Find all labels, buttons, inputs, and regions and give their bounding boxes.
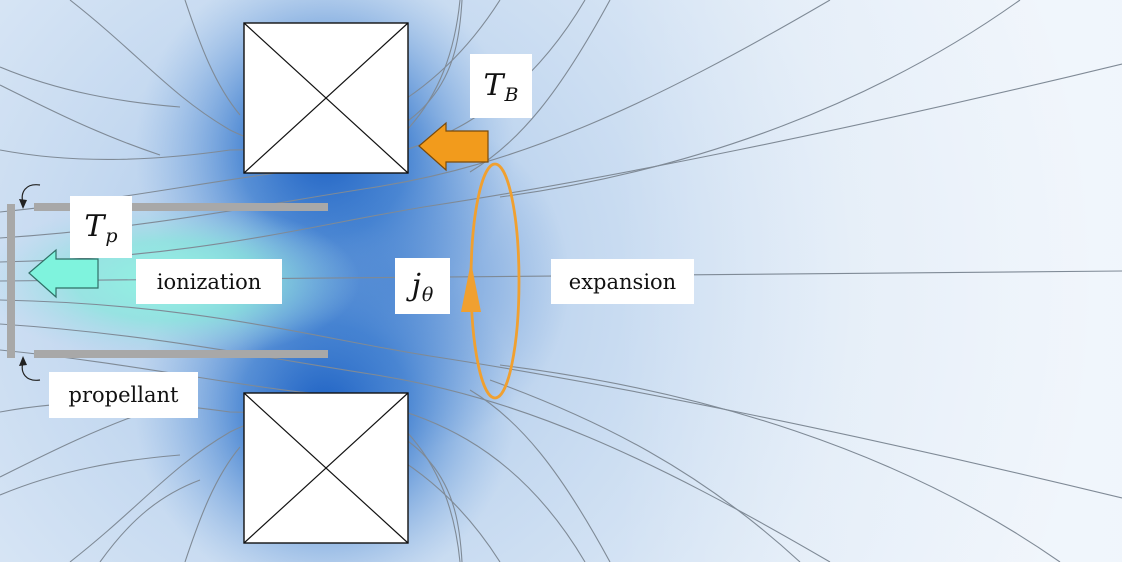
- field-line: [99, 479, 201, 562]
- arrowhead-icon: [19, 199, 27, 209]
- back-plate: [7, 204, 15, 358]
- field-line: [0, 63, 1122, 263]
- field-line: [499, 364, 1061, 562]
- current-direction-arrow-icon: [461, 262, 481, 312]
- plate-thrust-arrow-icon: [28, 248, 99, 299]
- coil-thrust-arrow-icon: [418, 121, 489, 172]
- expansion-label: expansion: [551, 259, 694, 304]
- field-line: [0, 66, 181, 108]
- lower-tube-wall: [34, 350, 328, 358]
- propellant-label: propellant: [49, 372, 198, 418]
- field-line: [184, 0, 241, 116]
- field-line: [499, 0, 1021, 198]
- field-line: [0, 323, 831, 562]
- field-line: [469, 389, 611, 562]
- field-line: [184, 446, 241, 562]
- field-line: [0, 0, 831, 239]
- field-line: [404, 429, 461, 562]
- field-line: [0, 0, 501, 161]
- field-line: [0, 299, 1122, 499]
- field-line: [0, 454, 181, 496]
- coil-top: [243, 22, 409, 174]
- ionization-label: ionization: [136, 259, 282, 304]
- arrowhead-icon: [19, 356, 27, 366]
- field-line: [0, 84, 161, 156]
- field-line: [0, 349, 586, 562]
- field-line: [489, 379, 801, 562]
- coil-bottom: [243, 392, 409, 544]
- upper-tube-wall: [34, 203, 328, 211]
- field-line: [404, 0, 461, 133]
